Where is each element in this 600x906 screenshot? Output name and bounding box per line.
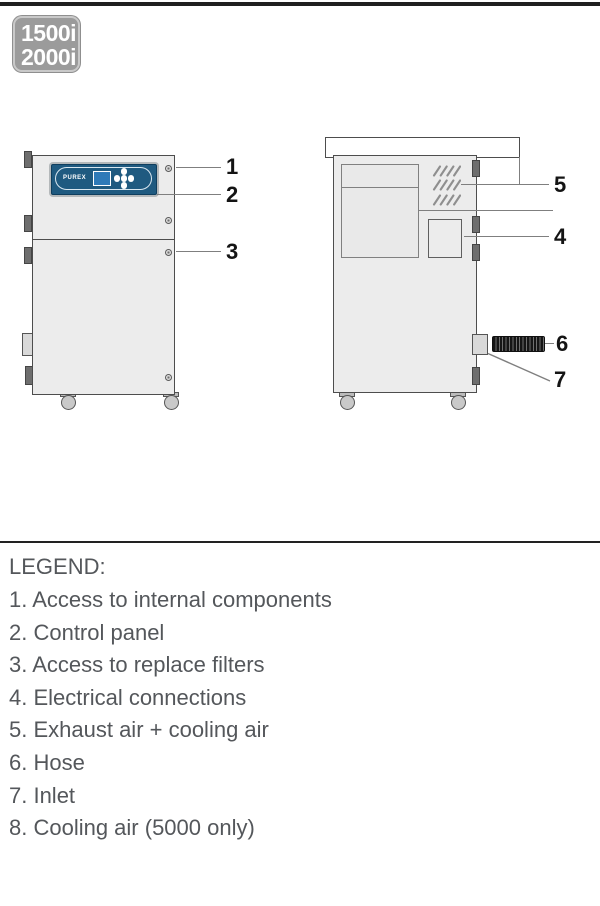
keypad-center-icon	[120, 175, 128, 182]
legend-list: 1. Access to internal components 2. Cont…	[9, 584, 569, 845]
legend-item-2: 2. Control panel	[9, 619, 165, 645]
vent-grille-icon	[432, 193, 461, 206]
keypad-left-icon	[113, 175, 121, 182]
callout-number-1: 1	[226, 154, 239, 179]
screw	[165, 164, 172, 172]
leader-line-7	[487, 352, 551, 382]
hose	[492, 336, 545, 352]
legend-item-3: 3. Access to replace filters	[9, 652, 265, 678]
hinge-tab	[472, 216, 480, 233]
hinge-tab	[24, 247, 32, 264]
hinge-tab	[472, 244, 480, 261]
leader-line-2	[157, 194, 221, 196]
caster-wheel	[451, 395, 466, 410]
legend-item-6: 6. Hose	[9, 749, 85, 775]
leader-line-4	[464, 236, 549, 238]
hinge-tab	[24, 151, 32, 168]
side-access-panel	[341, 164, 419, 258]
leader-line-5	[461, 184, 549, 185]
legend-item-5: 5. Exhaust air + cooling air	[9, 717, 269, 743]
control-panel-bezel	[55, 167, 152, 190]
hinge-tab	[472, 367, 480, 385]
legend-item-8: 8. Cooling air (5000 only)	[9, 815, 255, 841]
screw	[165, 373, 172, 381]
legend-divider-rule	[0, 540, 600, 544]
side-panel-line	[342, 186, 418, 188]
cabinet-front	[32, 155, 175, 395]
keypad-down-icon	[120, 182, 128, 189]
display-screen	[93, 171, 111, 186]
leader-line-3	[176, 251, 221, 253]
vent-grille-icon	[432, 179, 461, 191]
caster-wheel	[339, 395, 355, 410]
hinge-tab	[472, 160, 480, 177]
inlet-port	[472, 334, 488, 355]
screw	[165, 248, 172, 256]
callout-number-7: 7	[554, 367, 567, 392]
model-badge-line1: 1500i	[21, 20, 77, 46]
door-divider-line	[32, 238, 174, 240]
purex-logo: PUREX	[63, 174, 87, 181]
leader-line-cooling-air-unlabeled	[418, 209, 553, 211]
hinge-tab	[24, 215, 32, 232]
legend-item-1: 1. Access to internal components	[9, 587, 332, 612]
leader-line-6	[545, 343, 554, 345]
legend-item-7: 7. Inlet	[9, 782, 76, 808]
leader-line-1	[176, 166, 221, 168]
leader-line-5-vertical	[519, 157, 520, 185]
model-badge-line2: 2000i	[21, 44, 77, 70]
model-badge: 1500i 2000i	[13, 16, 80, 72]
callout-number-6: 6	[556, 331, 569, 356]
screw	[165, 216, 172, 224]
top-border-rule	[0, 2, 600, 7]
keypad-up-icon	[120, 168, 128, 175]
caster-wheel	[60, 395, 76, 410]
callout-number-4: 4	[554, 224, 567, 249]
legend-title: LEGEND:	[9, 554, 106, 579]
caster-wheel	[164, 395, 179, 410]
electrical-connections-box	[428, 219, 462, 258]
callout-number-5: 5	[554, 172, 567, 197]
legend-item-4: 4. Electrical connections	[9, 684, 247, 710]
control-panel: PUREX	[51, 163, 157, 195]
vent-grille-icon	[432, 165, 461, 177]
keypad-right-icon	[127, 175, 135, 182]
callout-number-3: 3	[226, 239, 239, 264]
callout-number-2: 2	[226, 182, 239, 207]
